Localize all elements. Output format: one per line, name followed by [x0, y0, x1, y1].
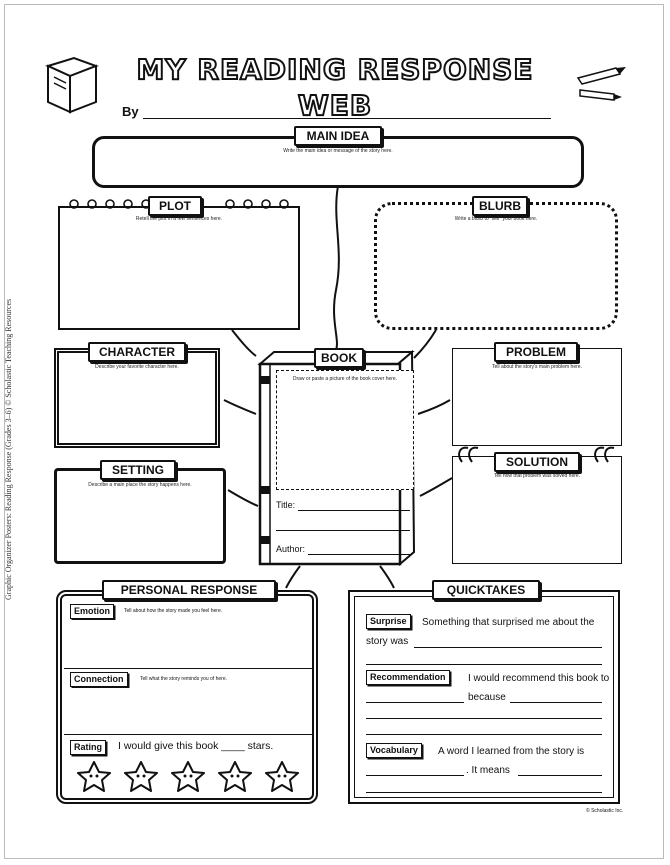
- connection-answer-area[interactable]: [70, 688, 306, 732]
- vocabulary-line-2[interactable]: [518, 775, 602, 776]
- rating-text: I would give this book ____ stars.: [118, 740, 274, 752]
- surprise-line-2[interactable]: [366, 664, 602, 665]
- star-icon: [171, 761, 205, 792]
- setting-instruction: Describe a main place the story happens …: [88, 482, 192, 488]
- emotion-instruction: Tell about how the story made you feel h…: [124, 608, 223, 614]
- pr-divider-1: [64, 668, 312, 669]
- book-title-line-2[interactable]: [276, 530, 410, 531]
- star-icon: [265, 761, 299, 792]
- recommendation-line-1[interactable]: [366, 702, 464, 703]
- blurb-box[interactable]: [374, 202, 618, 330]
- surprise-text-2: story was: [366, 636, 409, 647]
- personal-response-label: PERSONAL RESPONSE: [102, 580, 276, 600]
- book-cover-drawing-area[interactable]: [276, 370, 414, 490]
- book-label: BOOK: [314, 348, 364, 368]
- page-border: [4, 4, 664, 859]
- character-label: CHARACTER: [88, 342, 186, 362]
- copyright-note: © Scholastic Inc.: [586, 808, 624, 814]
- solution-label: SOLUTION: [494, 452, 580, 472]
- vocabulary-line-3[interactable]: [366, 792, 602, 793]
- recommendation-text-2: because: [468, 692, 506, 703]
- vocabulary-text-2: . It means: [466, 765, 510, 776]
- quicktakes-label: QUICKTAKES: [432, 580, 540, 600]
- pencil-icon: [576, 67, 626, 101]
- vocabulary-label: Vocabulary: [366, 743, 422, 758]
- book-author-label: Author:: [276, 544, 306, 554]
- book-author-line[interactable]: [308, 554, 410, 555]
- star-icon: [218, 761, 252, 792]
- plot-label: PLOT: [148, 196, 202, 216]
- recommendation-label: Recommendation: [366, 670, 450, 685]
- problem-box[interactable]: [452, 348, 622, 446]
- character-instruction: Describe your favorite character here.: [95, 364, 179, 370]
- solution-box[interactable]: [452, 456, 622, 564]
- by-label: By: [122, 104, 139, 119]
- pr-divider-2: [64, 734, 312, 735]
- recommendation-text-1: I would recommend this book to: [468, 673, 610, 684]
- connection-label: Connection: [70, 672, 128, 687]
- plot-instruction: Retell the plot in a few sentences here.: [135, 216, 223, 222]
- book-instruction: Draw or paste a picture of the book cove…: [292, 376, 398, 382]
- recommendation-line-2[interactable]: [510, 702, 602, 703]
- star-icon: [124, 761, 158, 792]
- solution-instruction: Tell how that problem was solved here.: [493, 473, 581, 479]
- surprise-label: Surprise: [366, 614, 411, 629]
- main-idea-instruction: Write the main idea or message of the st…: [283, 148, 393, 154]
- problem-label: PROBLEM: [494, 342, 578, 362]
- ring-binding-icon: [458, 446, 615, 463]
- emotion-answer-area[interactable]: [70, 620, 306, 666]
- vocabulary-line-1[interactable]: [366, 775, 464, 776]
- recommendation-line-3[interactable]: [366, 718, 602, 719]
- rating-label: Rating: [70, 740, 106, 755]
- character-box[interactable]: [54, 348, 220, 448]
- surprise-text-1: Something that surprised me about the: [422, 617, 595, 628]
- main-idea-label: MAIN IDEA: [294, 126, 382, 146]
- surprise-line-1[interactable]: [414, 647, 602, 648]
- blurb-label: BLURB: [472, 196, 528, 216]
- problem-instruction: Tell about the story's main problem here…: [492, 364, 582, 370]
- star-icon: [77, 761, 111, 792]
- book-title-label: Title:: [276, 500, 296, 510]
- page-title: MY READING RESPONSE WEB: [136, 52, 534, 123]
- name-input-line[interactable]: [143, 118, 551, 119]
- vocabulary-text-1: A word I learned from the story is: [438, 746, 585, 757]
- book-title-line[interactable]: [298, 510, 410, 511]
- book-icon: [45, 56, 99, 114]
- connection-instruction: Tell what the story reminds you of here.: [140, 676, 227, 682]
- plot-box[interactable]: [58, 206, 300, 330]
- rating-stars: [77, 761, 299, 792]
- emotion-label: Emotion: [70, 604, 114, 619]
- setting-label: SETTING: [100, 460, 176, 480]
- spiral-binding-icon: [69, 199, 289, 209]
- blurb-instruction: Write a blurb to "sell" your book here.: [454, 216, 538, 222]
- recommendation-line-4[interactable]: [366, 734, 602, 735]
